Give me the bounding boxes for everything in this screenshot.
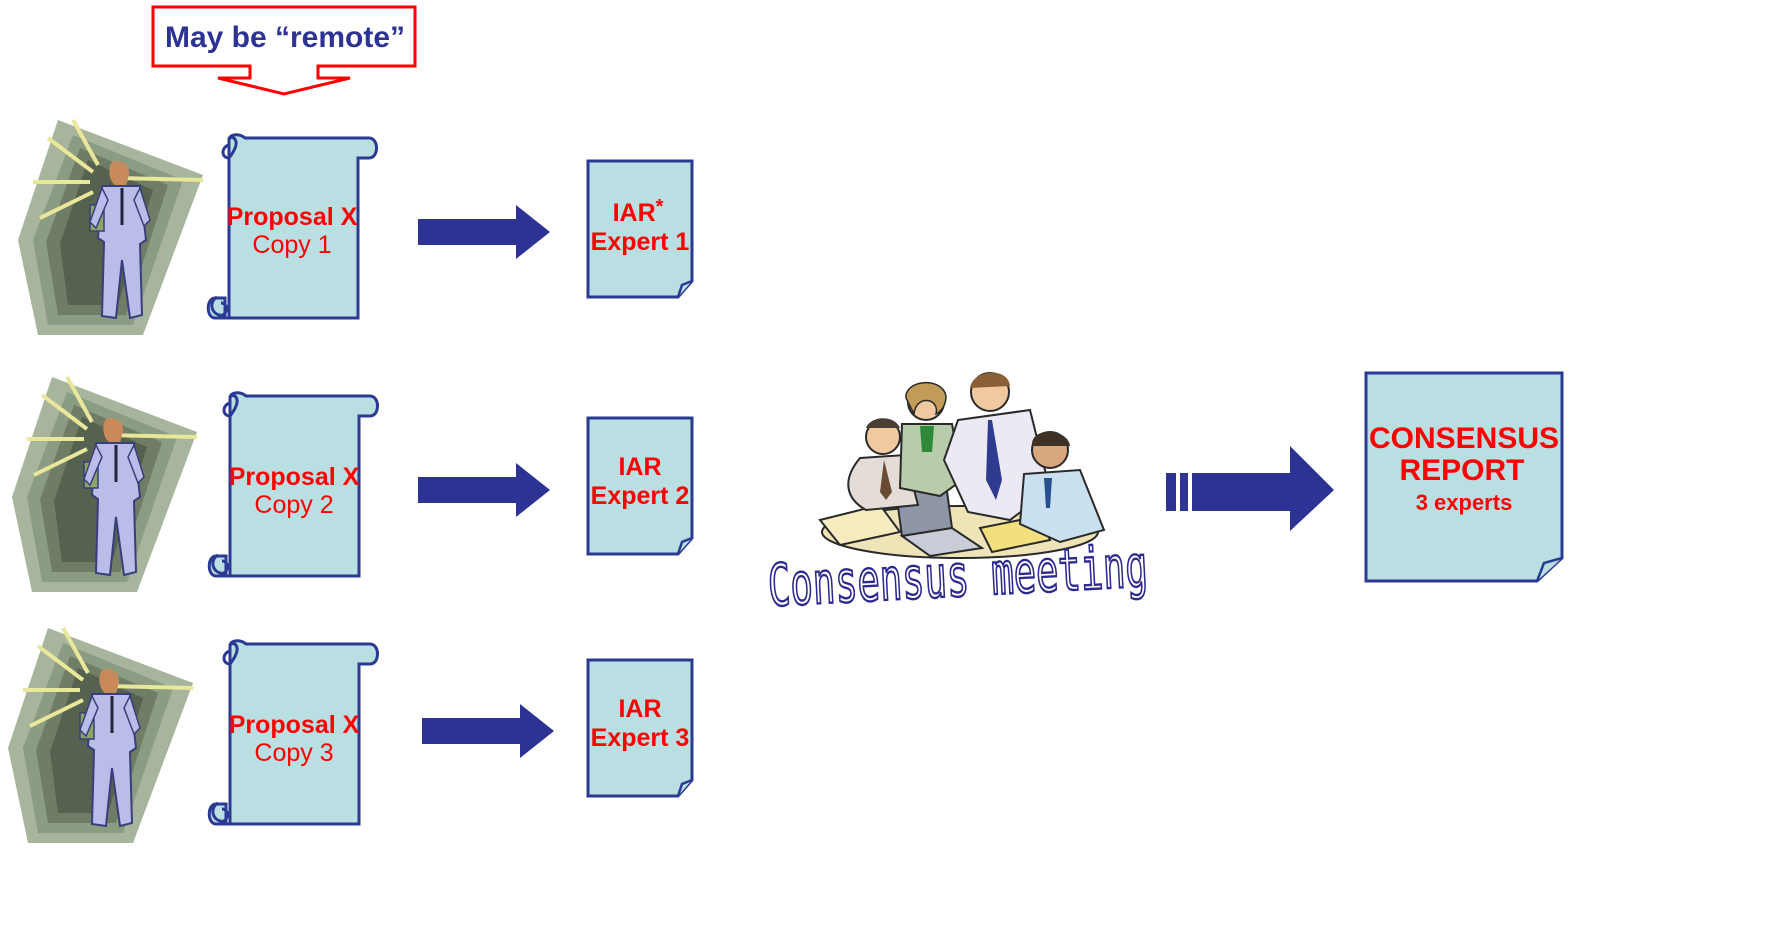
report-title-line2: REPORT [1399, 454, 1524, 487]
submit-arrow [422, 704, 554, 758]
proposal-title: Proposal X [229, 463, 360, 491]
iar-document-3: IAR Expert 3 [586, 658, 694, 798]
proposal-copy: Copy 1 [252, 231, 331, 259]
iar-footnote-marker: * [656, 196, 664, 218]
expert-row-3: Proposal X Copy 3 IAR Expert 3 [6, 626, 694, 845]
expert-row-1: Proposal X Copy 1 IAR* Expert 1 [16, 118, 694, 337]
callout-text: May be “remote” [165, 21, 405, 54]
submit-arrow [418, 205, 550, 259]
proposal-scroll-3: Proposal X Copy 3 [207, 639, 379, 826]
proposal-copy: Copy 2 [254, 491, 333, 519]
submit-arrow [418, 463, 550, 517]
iar-document-2: IAR Expert 2 [586, 416, 694, 556]
iar-document-1: IAR* Expert 1 [586, 159, 694, 299]
iar-expert: Expert 2 [591, 482, 690, 510]
proposal-scroll-2: Proposal X Copy 2 [207, 391, 379, 578]
report-title-line1: CONSENSUS [1369, 422, 1559, 455]
iar-label: IAR [618, 695, 661, 723]
consensus-report-document: CONSENSUS REPORT 3 experts [1364, 371, 1564, 583]
callout-border [151, 5, 417, 96]
proposal-title: Proposal X [229, 711, 360, 739]
proposal-title: Proposal X [227, 203, 358, 231]
svg-text:IAR*: IAR* [613, 196, 664, 227]
report-experts: 3 experts [1416, 490, 1513, 515]
meeting-illustration: Consensus meeting [765, 372, 1151, 621]
expert-figure-icon [16, 118, 205, 337]
iar-expert: Expert 1 [591, 228, 690, 256]
proposal-scroll-1: Proposal X Copy 1 [206, 133, 378, 320]
iar-expert: Expert 3 [591, 724, 690, 752]
meeting-label: Consensus meeting [766, 532, 1149, 620]
proposal-copy: Copy 3 [254, 739, 333, 767]
expert-figure-icon [6, 626, 195, 845]
people-meeting-icon [818, 372, 1106, 559]
report-arrow [1166, 446, 1334, 531]
expert-figure-icon [10, 375, 199, 594]
expert-row-2: Proposal X Copy 2 IAR Expert 2 [10, 375, 694, 594]
remote-callout: May be “remote” [151, 5, 417, 96]
iar-label: IAR [613, 199, 656, 227]
iar-label: IAR [618, 453, 661, 481]
